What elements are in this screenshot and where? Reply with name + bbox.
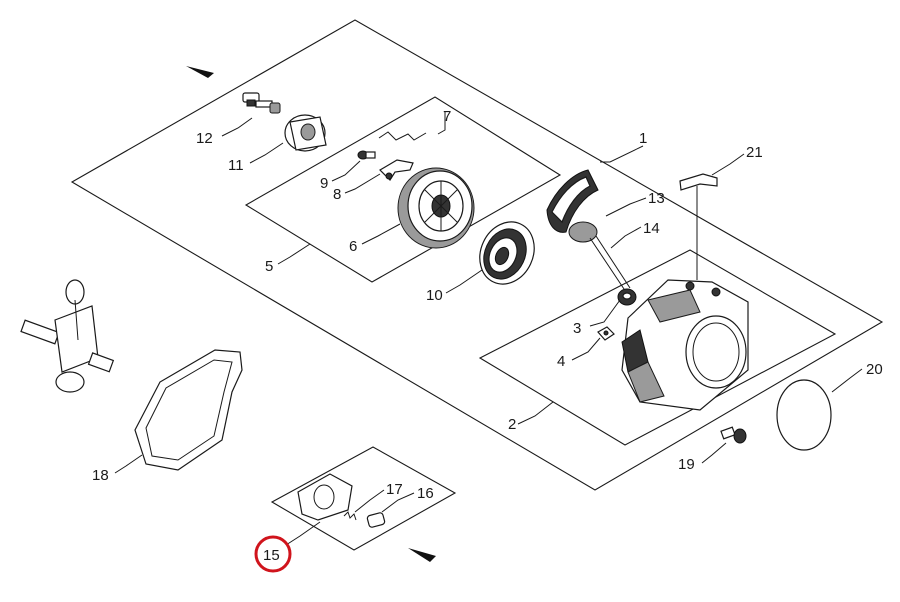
callout-6: 6: [349, 238, 357, 255]
callout-17: 17: [386, 481, 403, 498]
callout-14: 14: [643, 220, 660, 237]
part-3-guide-bushing-icon: [617, 288, 637, 306]
pulley-group-frame: [244, 96, 562, 283]
highlight-circle-callout-15: [254, 535, 292, 573]
callout-15: 15: [263, 547, 280, 564]
part-11-ratchet-hub-icon: [284, 114, 327, 152]
part-16-pad-icon: [366, 512, 386, 528]
part-17-spring-icon: [343, 511, 357, 521]
part-14-rope-icon: [568, 221, 631, 293]
part-13-starter-handle-icon: [546, 169, 599, 233]
part-10-recoil-spring-icon: [479, 221, 535, 285]
direction-arrow-bottom-icon: [408, 548, 436, 562]
part-2-starter-housing-icon: [621, 279, 749, 411]
callout-1: 1: [639, 130, 647, 147]
main-assembly-frame: [70, 19, 884, 491]
callout-2: 2: [508, 416, 516, 433]
part-21-label-plate-icon: [679, 173, 718, 191]
callout-21: 21: [746, 144, 763, 161]
callout-12: 12: [196, 130, 213, 147]
callout-18: 18: [92, 467, 109, 484]
callout-10: 10: [426, 287, 443, 304]
crankshaft-icon: [20, 279, 115, 393]
callout-8: 8: [333, 186, 341, 203]
housing-group-frame: [478, 249, 837, 446]
callout-9: 9: [320, 175, 328, 192]
callout-3: 3: [573, 320, 581, 337]
callout-7: 7: [443, 108, 451, 125]
part-18-gasket-plate-icon: [134, 349, 243, 471]
callout-4: 4: [557, 353, 565, 370]
part-9-screw-icon: [357, 150, 376, 160]
callout-11: 11: [228, 157, 244, 174]
part-15-cover-icon: [297, 473, 353, 521]
leader-lines: [114, 112, 863, 546]
callout-16: 16: [417, 485, 434, 502]
part-4-nut-icon: [597, 326, 615, 341]
callout-19: 19: [678, 456, 695, 473]
callout-5: 5: [265, 258, 273, 275]
direction-arrow-top-icon: [186, 66, 214, 78]
part-19-screw-icon: [720, 426, 747, 444]
part-20-gasket-icon: [776, 379, 832, 451]
callout-20: 20: [866, 361, 883, 378]
part-8-pawl-icon: [379, 159, 414, 181]
part-6-starter-pulley-icon: [397, 167, 475, 249]
part-7-bracket-line: [378, 131, 427, 141]
callout-13: 13: [648, 190, 665, 207]
cover-group-frame: [270, 446, 457, 551]
part-12-bolt-icon: [242, 92, 281, 114]
